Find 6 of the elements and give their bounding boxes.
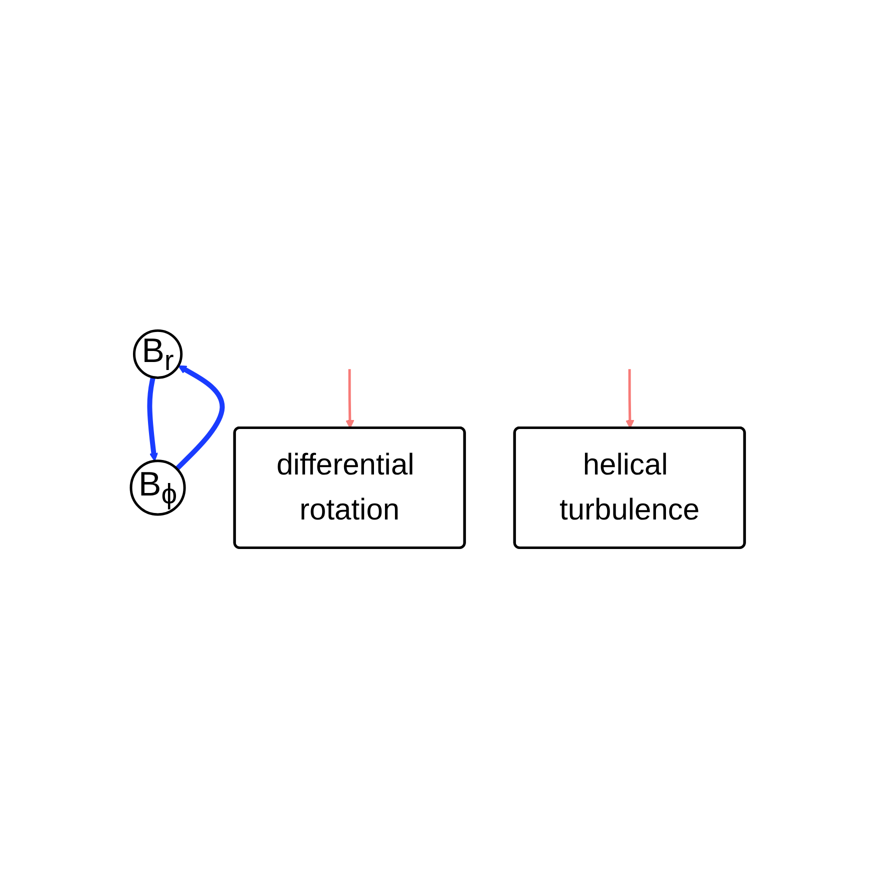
arrow xyxy=(625,368,634,428)
node-circle: B$_{ϕ}$ xyxy=(129,459,186,516)
arrow xyxy=(146,376,158,462)
arrow xyxy=(174,364,224,470)
node-circle: B$_{r}$ xyxy=(132,328,182,379)
arrow xyxy=(345,368,354,428)
